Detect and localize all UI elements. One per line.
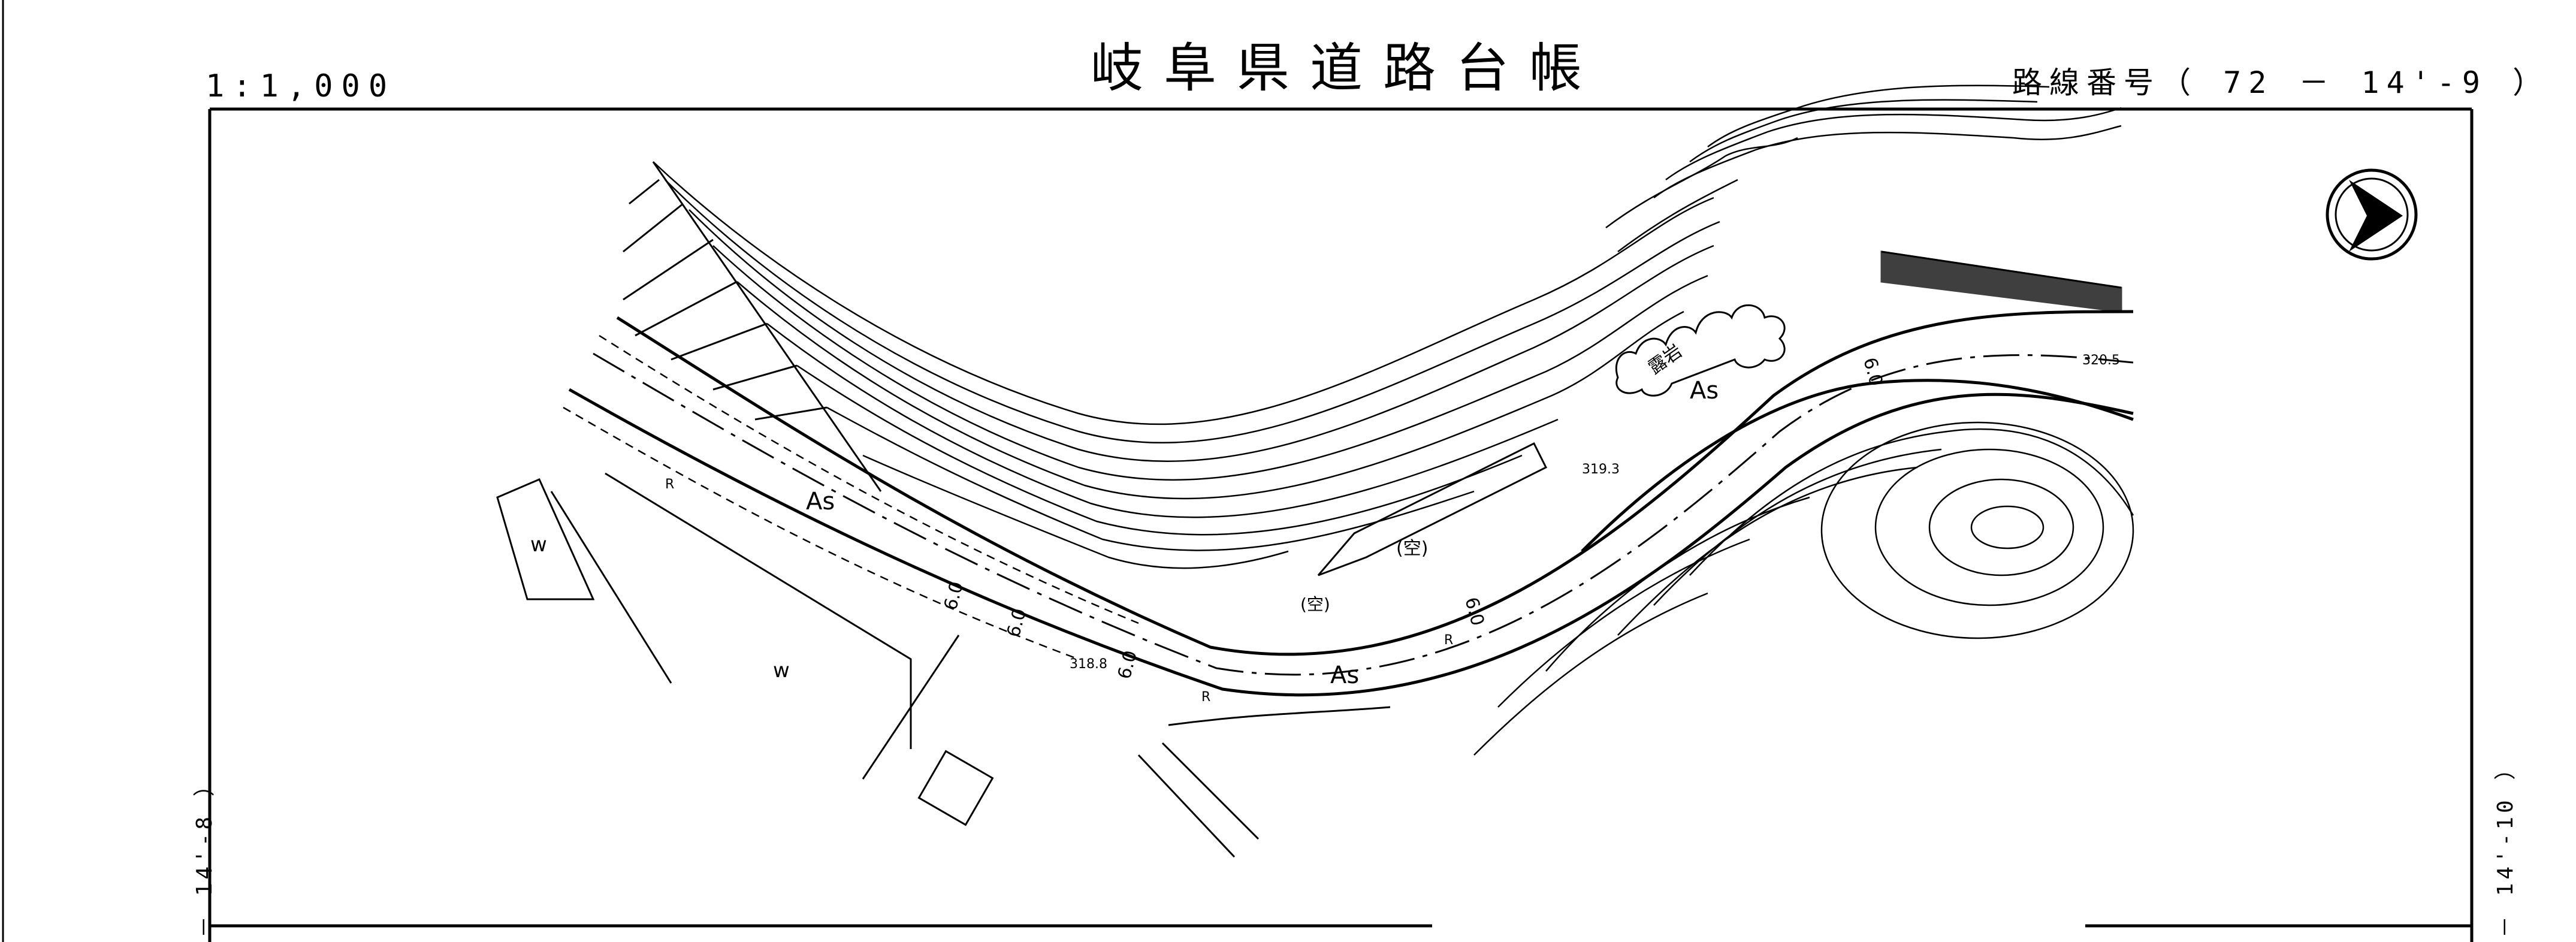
north-arrow-icon [2326,168,2418,261]
road-width-label: 6.0 [940,579,968,612]
sheet-title: 岐阜県道路台帳 [1091,37,1603,99]
elevation-label: 319.3 [1582,462,1620,477]
route-number: 路線番号（ 72 － 14'-9 ） [2012,65,2550,100]
elevation-label: 320.5 [2082,353,2120,368]
map-frame [2,0,2474,942]
road-width-label: 6.0 [1460,595,1488,628]
curve-label: R [665,477,674,492]
vacant-label: (空) [1396,538,1428,559]
rock-outcrop-label: 露岩 [1645,340,1686,378]
surface-label: As [806,488,835,515]
vacant-label: (空) [1300,594,1330,614]
slope-hatching [623,161,2134,858]
elevation-label: 318.8 [1070,657,1107,672]
contour-lines-upper [653,84,2122,569]
map-structures [496,442,1548,826]
rock-outcrop-shape [1615,304,1786,397]
surface-label: As [1330,662,1359,689]
curve-label: R [1444,633,1453,648]
scale-label: 1:1,000 [206,68,396,104]
road-width-label: 6.0 [1114,648,1141,681]
curve-label: R [1201,690,1210,705]
road-width-label: 6.0 [1003,606,1031,639]
water-label: w [530,533,547,557]
surface-label: As [1690,377,1719,404]
contour-lines-hill [1473,421,2134,756]
road-edges [563,310,2134,697]
water-label: w [773,659,790,683]
